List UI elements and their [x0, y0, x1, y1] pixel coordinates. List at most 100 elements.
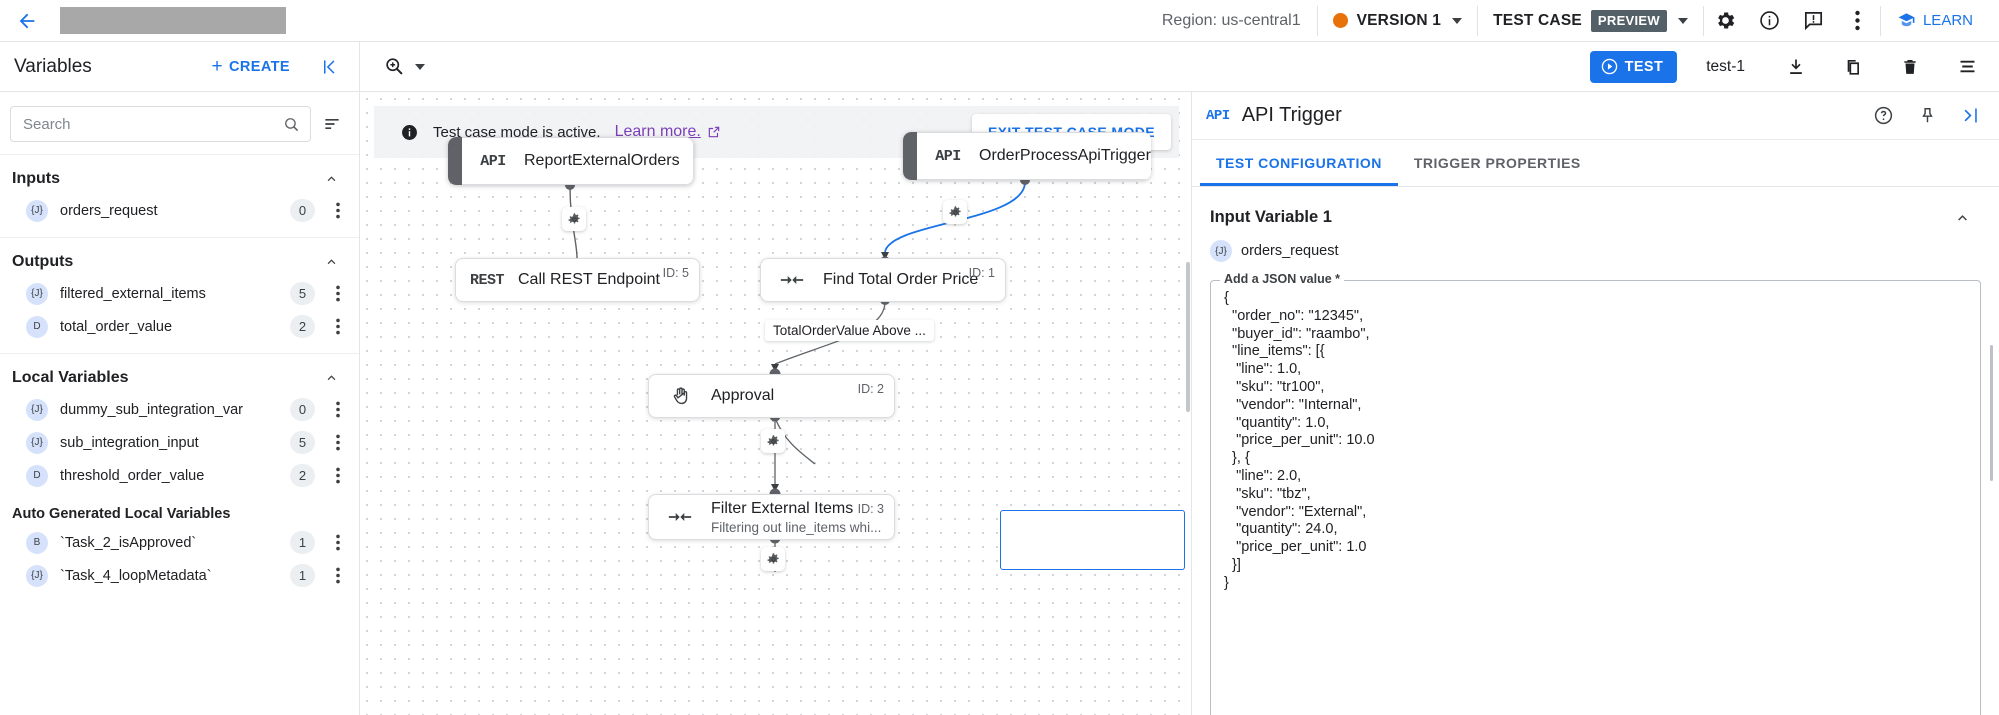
json-value-field[interactable]: Add a JSON value * { "order_no": "12345"…	[1206, 272, 1981, 715]
trash-icon[interactable]	[1888, 46, 1932, 88]
feedback-icon[interactable]	[1792, 0, 1836, 42]
section-header[interactable]: Outputs	[0, 242, 359, 277]
node-report-external-orders[interactable]: API ReportExternalOrders	[448, 137, 694, 185]
download-icon[interactable]	[1774, 46, 1818, 88]
type-badge: {J}	[26, 199, 48, 222]
more-vertical-icon[interactable]	[327, 534, 349, 551]
input-variable-header[interactable]: Input Variable 1	[1206, 201, 1981, 238]
gear-icon[interactable]	[1704, 0, 1748, 42]
list-item[interactable]: {J} filtered_external_items 5	[0, 277, 359, 310]
panel-body: Input Variable 1 {J} orders_request Add …	[1192, 187, 1999, 715]
back-arrow-icon[interactable]	[10, 4, 44, 38]
json-value-text[interactable]: { "order_no": "12345", "buyer_id": "raam…	[1224, 290, 1375, 591]
count-badge: 1	[290, 531, 315, 554]
zoom-control[interactable]	[378, 52, 431, 81]
trigger-accent-bar	[903, 132, 917, 180]
list-item[interactable]: D total_order_value 2	[0, 310, 359, 343]
hand-icon	[649, 385, 711, 407]
selection-rectangle[interactable]	[1000, 510, 1185, 570]
list-item[interactable]: {J} `Task_4_loopMetadata` 1	[0, 559, 359, 592]
node-id-label: ID: 5	[662, 266, 689, 280]
chevron-up-icon[interactable]	[318, 252, 345, 271]
search-row	[0, 92, 359, 154]
test-case-selector[interactable]: TEST CASE PREVIEW	[1478, 9, 1703, 32]
panel-title: API Trigger	[1241, 104, 1342, 126]
canvas-scrollbar[interactable]	[1186, 262, 1190, 412]
list-item[interactable]: B `Task_2_isApproved` 1	[0, 526, 359, 559]
count-badge: 2	[290, 315, 315, 338]
count-badge: 0	[290, 398, 315, 421]
edge-condition-label[interactable]: TotalOrderValue Above ...	[765, 320, 934, 341]
count-badge: 5	[290, 431, 315, 454]
more-vertical-icon[interactable]	[327, 318, 349, 335]
copy-icon[interactable]	[1831, 46, 1875, 88]
info-icon[interactable]	[1748, 0, 1792, 42]
create-label: CREATE	[229, 58, 290, 75]
expand-panel-icon[interactable]	[1955, 100, 1987, 132]
chevron-up-icon[interactable]	[1948, 207, 1977, 228]
more-vertical-icon[interactable]	[1836, 0, 1880, 42]
create-variable-button[interactable]: + CREATE	[204, 53, 298, 80]
canvas-toolbar	[360, 42, 1590, 91]
more-vertical-icon[interactable]	[327, 285, 349, 302]
version-label: VERSION 1	[1356, 11, 1442, 29]
more-vertical-icon[interactable]	[327, 401, 349, 418]
more-vertical-icon[interactable]	[327, 202, 349, 219]
pin-icon[interactable]	[1911, 100, 1943, 132]
gear-edge-icon[interactable]	[943, 200, 967, 224]
integration-canvas[interactable]: Test case mode is active. Learn more. EX…	[360, 92, 1191, 715]
divider	[1702, 5, 1704, 36]
list-icon[interactable]	[1945, 46, 1989, 88]
learn-button[interactable]: LEARN	[1881, 11, 1987, 30]
chevron-up-icon[interactable]	[318, 368, 345, 387]
external-link-icon[interactable]	[707, 125, 721, 139]
tab-trigger-properties[interactable]: TRIGGER PROPERTIES	[1413, 155, 1581, 171]
count-badge: 5	[290, 282, 315, 305]
learn-more-link[interactable]: Learn more.	[614, 123, 701, 140]
api-icon-label: API	[1206, 107, 1230, 124]
gear-edge-icon[interactable]	[562, 207, 586, 231]
version-status-dot	[1332, 13, 1348, 28]
test-label: TEST	[1624, 58, 1664, 75]
search-input[interactable]	[23, 115, 275, 133]
list-item[interactable]: {J} sub_integration_input 5	[0, 426, 359, 459]
node-approval[interactable]: Approval ID: 2	[648, 374, 895, 418]
gear-edge-icon[interactable]	[761, 429, 785, 453]
test-case-label: TEST CASE	[1493, 11, 1582, 29]
more-vertical-icon[interactable]	[327, 467, 349, 484]
count-badge: 2	[290, 464, 315, 487]
node-find-total-order-price[interactable]: Find Total Order Price ID: 1	[760, 258, 1006, 302]
list-item[interactable]: D threshold_order_value 2	[0, 459, 359, 492]
node-title: ReportExternalOrders	[524, 152, 680, 169]
help-circle-icon[interactable]	[1867, 100, 1899, 132]
version-selector[interactable]: VERSION 1	[1318, 12, 1478, 30]
divider	[1477, 5, 1479, 36]
list-item[interactable]: {J} orders_request 0	[0, 194, 359, 227]
chevron-up-icon[interactable]	[318, 169, 345, 188]
tab-test-configuration[interactable]: TEST CONFIGURATION	[1200, 140, 1398, 186]
section-header[interactable]: Local Variables	[0, 358, 359, 393]
node-title: Call REST Endpoint	[518, 271, 660, 288]
search-box[interactable]	[10, 106, 311, 142]
panel-title: Variables	[14, 55, 92, 77]
node-call-rest-endpoint[interactable]: REST Call REST Endpoint ID: 5	[455, 258, 700, 302]
list-item[interactable]: {J} dummy_sub_integration_var 0	[0, 393, 359, 426]
test-button[interactable]: TEST	[1589, 50, 1678, 83]
gear-edge-icon[interactable]	[761, 547, 785, 571]
divider	[1316, 5, 1318, 36]
node-text: Filter External Items Filtering out line…	[711, 500, 894, 535]
section-header[interactable]: Inputs	[0, 159, 359, 194]
sub-toolbar: Variables + CREATE TEST	[0, 42, 1999, 92]
type-badge: D	[26, 464, 48, 487]
node-id-label: ID: 1	[968, 266, 995, 280]
panel-scrollbar[interactable]	[1990, 345, 1993, 481]
main-body: Inputs {J} orders_request 0 Outp	[0, 92, 1999, 715]
more-vertical-icon[interactable]	[327, 567, 349, 584]
sort-icon[interactable]	[317, 109, 347, 139]
node-order-process-api-trigger[interactable]: API OrderProcessApiTrigger	[903, 132, 1151, 180]
divider	[1879, 5, 1881, 36]
more-vertical-icon[interactable]	[327, 434, 349, 451]
node-filter-external-items[interactable]: Filter External Items Filtering out line…	[648, 494, 895, 540]
node-body: API OrderProcessApiTrigger	[917, 132, 1151, 180]
collapse-panel-icon[interactable]	[311, 49, 347, 85]
